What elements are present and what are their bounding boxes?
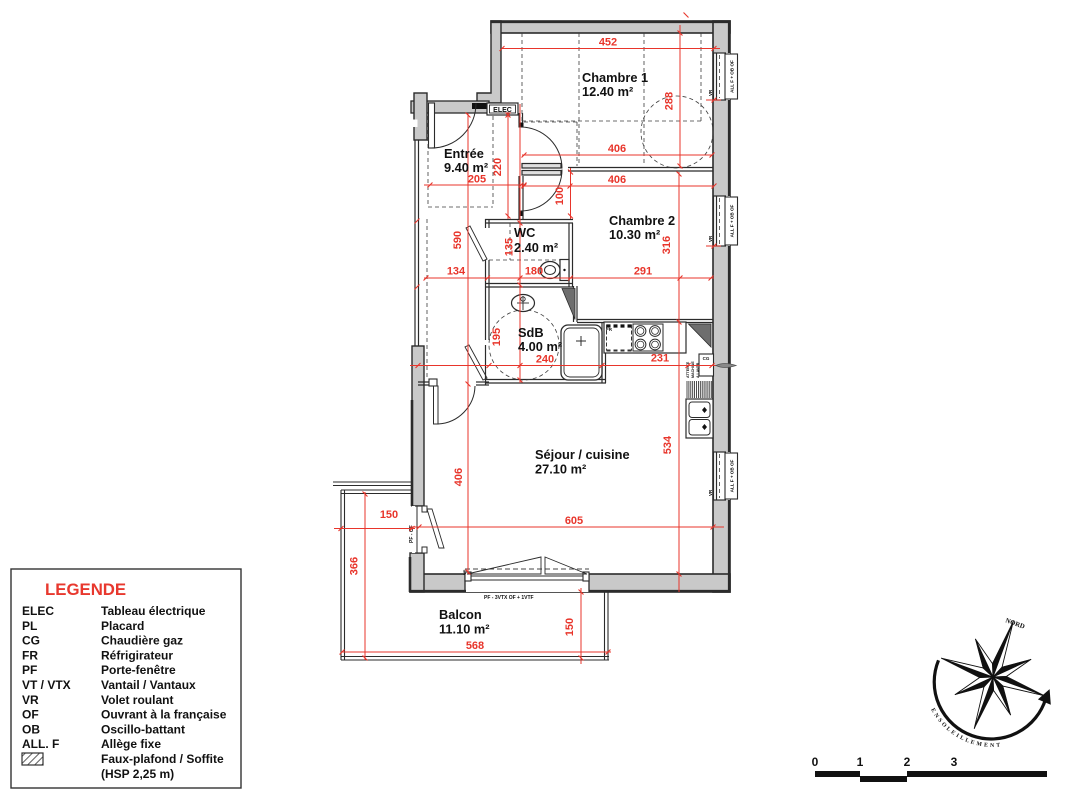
svg-text:Réfrigirateur: Réfrigirateur: [101, 648, 173, 662]
svg-text:ALL F + OB OF: ALL F + OB OF: [730, 60, 735, 93]
svg-text:406: 406: [453, 468, 465, 486]
svg-text:PF: PF: [22, 663, 37, 677]
svg-text:VR: VR: [22, 693, 39, 707]
svg-text:ALL F + OB OF: ALL F + OB OF: [730, 459, 735, 492]
svg-text:OF: OF: [22, 708, 39, 722]
svg-text:Chambre 1: Chambre 1: [582, 70, 648, 85]
svg-text:205: 205: [468, 174, 486, 186]
svg-text:2.40 m²: 2.40 m²: [514, 240, 558, 255]
svg-text:150: 150: [380, 509, 398, 521]
svg-text:VR: VR: [462, 569, 467, 575]
svg-text:240: 240: [536, 354, 554, 366]
svg-text:VT / VTX: VT / VTX: [22, 678, 71, 692]
svg-text:291: 291: [634, 266, 652, 278]
svg-text:568: 568: [466, 640, 484, 652]
svg-text:Balcon: Balcon: [439, 607, 482, 622]
svg-text:Oscillo-battant: Oscillo-battant: [101, 722, 185, 736]
svg-text:Entrée: Entrée: [444, 146, 484, 161]
svg-text:Tableau électrique: Tableau électrique: [101, 604, 206, 618]
svg-text:135: 135: [504, 238, 516, 256]
svg-text:PL: PL: [22, 619, 37, 633]
svg-text:134: 134: [447, 266, 466, 278]
svg-text:Chaudière gaz: Chaudière gaz: [101, 634, 183, 648]
svg-text:VR: VR: [708, 89, 713, 96]
svg-text:10.30 m²: 10.30 m²: [609, 227, 660, 242]
svg-text:PF - 3VTX OF + 1VTF: PF - 3VTX OF + 1VTF: [484, 595, 534, 601]
svg-text:LEGENDE: LEGENDE: [45, 580, 126, 599]
svg-text:590: 590: [452, 231, 464, 249]
svg-text:2: 2: [904, 755, 911, 769]
svg-text:VR: VR: [708, 489, 713, 496]
svg-text:605: 605: [565, 515, 583, 527]
svg-text:4.00 m²: 4.00 m²: [518, 339, 562, 354]
svg-text:WC: WC: [514, 225, 535, 240]
svg-text:12.40 m²: 12.40 m²: [582, 84, 633, 99]
svg-text:Séjour / cuisine: Séjour / cuisine: [535, 447, 630, 462]
svg-text:Chambre 2: Chambre 2: [609, 213, 675, 228]
svg-text:FR: FR: [606, 327, 613, 332]
svg-text:Ouvrant à la française: Ouvrant à la française: [101, 708, 227, 722]
svg-text:100: 100: [554, 187, 566, 205]
svg-text:Porte-fenêtre: Porte-fenêtre: [101, 663, 176, 677]
svg-text:1: 1: [857, 755, 864, 769]
svg-text:Allège fixe: Allège fixe: [101, 737, 161, 751]
svg-text:CG: CG: [22, 634, 40, 648]
svg-text:366: 366: [349, 557, 361, 575]
svg-text:MACHINE: MACHINE: [691, 361, 695, 378]
svg-text:OB: OB: [22, 722, 40, 736]
svg-text:VR: VR: [708, 235, 713, 242]
svg-text:316: 316: [661, 236, 673, 254]
svg-text:406: 406: [608, 174, 626, 186]
svg-text:Placard: Placard: [101, 619, 144, 633]
svg-text:FR: FR: [22, 648, 38, 662]
svg-text:ATTENTE: ATTENTE: [686, 361, 690, 378]
svg-text:ELEC: ELEC: [493, 107, 512, 114]
svg-text:452: 452: [599, 37, 617, 49]
svg-text:ALL F + OB OF: ALL F + OB OF: [730, 204, 735, 237]
svg-text:288: 288: [664, 92, 676, 110]
svg-text:180: 180: [525, 266, 543, 278]
svg-text:Volet roulant: Volet roulant: [101, 693, 173, 707]
svg-text:SdB: SdB: [518, 325, 544, 340]
svg-text:27.10 m²: 27.10 m²: [535, 462, 586, 477]
svg-text:0: 0: [812, 755, 819, 769]
svg-text:195: 195: [491, 328, 503, 346]
svg-text:CG: CG: [703, 356, 710, 361]
svg-text:Vantail / Vantaux: Vantail / Vantaux: [101, 678, 196, 692]
svg-text:9.40 m²: 9.40 m²: [444, 160, 488, 175]
svg-text:231: 231: [651, 353, 669, 365]
svg-text:534: 534: [662, 435, 674, 454]
svg-text:150: 150: [564, 618, 576, 636]
svg-text:A LAVER: A LAVER: [696, 362, 700, 378]
svg-text:406: 406: [608, 143, 626, 155]
svg-text:3: 3: [951, 755, 958, 769]
svg-text:PF - OF: PF - OF: [409, 525, 415, 543]
svg-text:11.10 m²: 11.10 m²: [439, 622, 490, 637]
svg-text:ELEC: ELEC: [22, 604, 54, 618]
svg-text:(HSP 2,25 m): (HSP 2,25 m): [101, 767, 174, 781]
svg-text:ALL. F: ALL. F: [22, 737, 59, 751]
svg-text:Faux-plafond / Soffite: Faux-plafond / Soffite: [101, 752, 224, 766]
svg-text:220: 220: [492, 158, 504, 176]
